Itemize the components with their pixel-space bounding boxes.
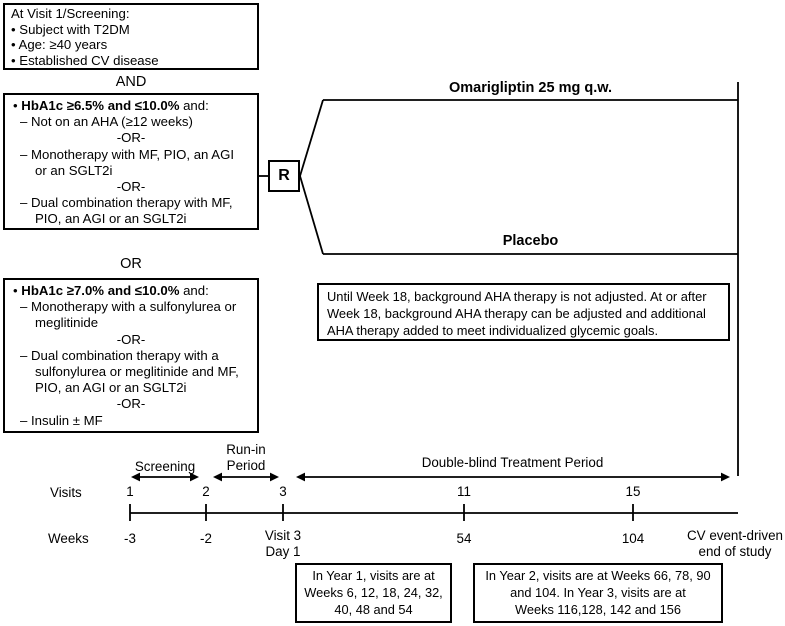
criteria-option: – Monotherapy with MF, PIO, an AGI or an… <box>20 146 235 178</box>
screening-box-item: • Subject with T2DM <box>11 21 130 37</box>
year1-box-line2: Weeks 6, 12, 18, 24, 32, <box>304 585 443 600</box>
week-104: 104 <box>621 531 645 546</box>
screening-box-title: At Visit 1/Screening: <box>11 6 130 21</box>
visit-number-11: 11 <box>457 484 471 499</box>
and-connector-label: AND <box>115 74 147 90</box>
hba1c-6_5-criteria-box: • HbA1c ≥6.5% and ≤10.0% and: – Not on a… <box>3 93 259 230</box>
visit-number-2: 2 <box>202 484 210 499</box>
placebo-arm-label: Placebo <box>502 233 559 249</box>
screening-period-label: Screening <box>134 459 196 474</box>
year1-box-line3: 40, 48 and 54 <box>334 602 413 617</box>
hba1c-7_0-criteria-box: • HbA1c ≥7.0% and ≤10.0% and: – Monother… <box>3 278 259 433</box>
run-in-period-label: Run-in Period <box>210 442 282 474</box>
cv-end-label-line2: end of study <box>698 544 772 559</box>
screening-criteria-box: At Visit 1/Screening: • Subject with T2D… <box>3 3 259 70</box>
cv-event-driven-end-label: CV event-driven end of study <box>687 528 783 560</box>
screening-box-item: • Established CV disease <box>11 52 159 68</box>
or-connector-label: OR <box>120 256 142 272</box>
criteria-option: – Dual combination therapy with MF, PIO,… <box>20 195 233 227</box>
bullet-glyph: • <box>13 98 18 113</box>
criteria-option: – Not on an AHA (≥12 weeks) <box>20 114 193 130</box>
fork-upper-diagonal <box>299 99 324 177</box>
run-in-label-line2: Period <box>226 458 266 473</box>
visit-number-3: 3 <box>279 484 287 499</box>
double-blind-period-label: Double-blind Treatment Period <box>421 455 604 470</box>
criterion-bold-text: HbA1c ≥7.0% and ≤10.0% <box>21 283 180 298</box>
criteria-option: – Monotherapy with a sulfonylurea or meg… <box>20 299 237 331</box>
aha-therapy-note-text: Until Week 18, background AHA therapy is… <box>327 289 707 338</box>
criterion-tail-text: and: <box>179 98 209 113</box>
randomization-box: R <box>268 160 300 192</box>
year2-box-line2: and 104. In Year 3, visits are at <box>510 585 686 600</box>
screening-box-item: • Age: ≥40 years <box>11 37 108 52</box>
visits-row-label: Visits <box>50 485 82 500</box>
week-visit3-day1: Visit 3 Day 1 <box>265 528 301 560</box>
or-separator: -OR- <box>116 179 146 195</box>
fork-lower-diagonal <box>299 175 324 255</box>
visit-number-1: 1 <box>126 484 134 499</box>
run-in-label-line1: Run-in <box>226 442 266 457</box>
year1-box-line1: In Year 1, visits are at <box>312 568 435 583</box>
or-separator: -OR- <box>116 396 146 412</box>
criterion-line: • HbA1c ≥7.0% and ≤10.0% and: <box>13 283 249 299</box>
week-visit3-line1: Visit 3 <box>264 528 302 543</box>
criteria-option: – Insulin ± MF <box>20 412 103 428</box>
week-minus3: -3 <box>124 531 136 546</box>
criteria-option: – Dual combination therapy with a sulfon… <box>20 347 239 396</box>
week-54: 54 <box>456 531 472 546</box>
bullet-glyph: • <box>13 283 18 298</box>
double-blind-arrowhead-left <box>296 472 305 482</box>
year2-year3-visits-box: In Year 2, visits are at Weeks 66, 78, 9… <box>473 563 723 623</box>
treatment-arm-label: Omarigliptin 25 mg q.w. <box>448 80 612 96</box>
double-blind-arrowhead-right <box>721 472 730 482</box>
year1-visits-box: In Year 1, visits are at Weeks 6, 12, 18… <box>295 563 452 623</box>
weeks-row-label: Weeks <box>48 531 89 546</box>
week-minus2: -2 <box>200 531 212 546</box>
visit-number-15: 15 <box>625 484 641 499</box>
cv-end-label-line1: CV event-driven <box>686 528 784 543</box>
criterion-line: • HbA1c ≥6.5% and ≤10.0% and: <box>13 98 249 114</box>
year2-box-line1: In Year 2, visits are at Weeks 66, 78, 9… <box>485 568 711 583</box>
criterion-tail-text: and: <box>179 283 209 298</box>
aha-therapy-note-box: Until Week 18, background AHA therapy is… <box>317 283 730 341</box>
year2-box-line3: Weeks 116,128, 142 and 156 <box>514 602 681 617</box>
week-visit3-line2: Day 1 <box>265 544 301 559</box>
or-separator: -OR- <box>116 331 146 347</box>
criterion-bold-text: HbA1c ≥6.5% and ≤10.0% <box>21 98 180 113</box>
or-separator: -OR- <box>116 130 146 146</box>
